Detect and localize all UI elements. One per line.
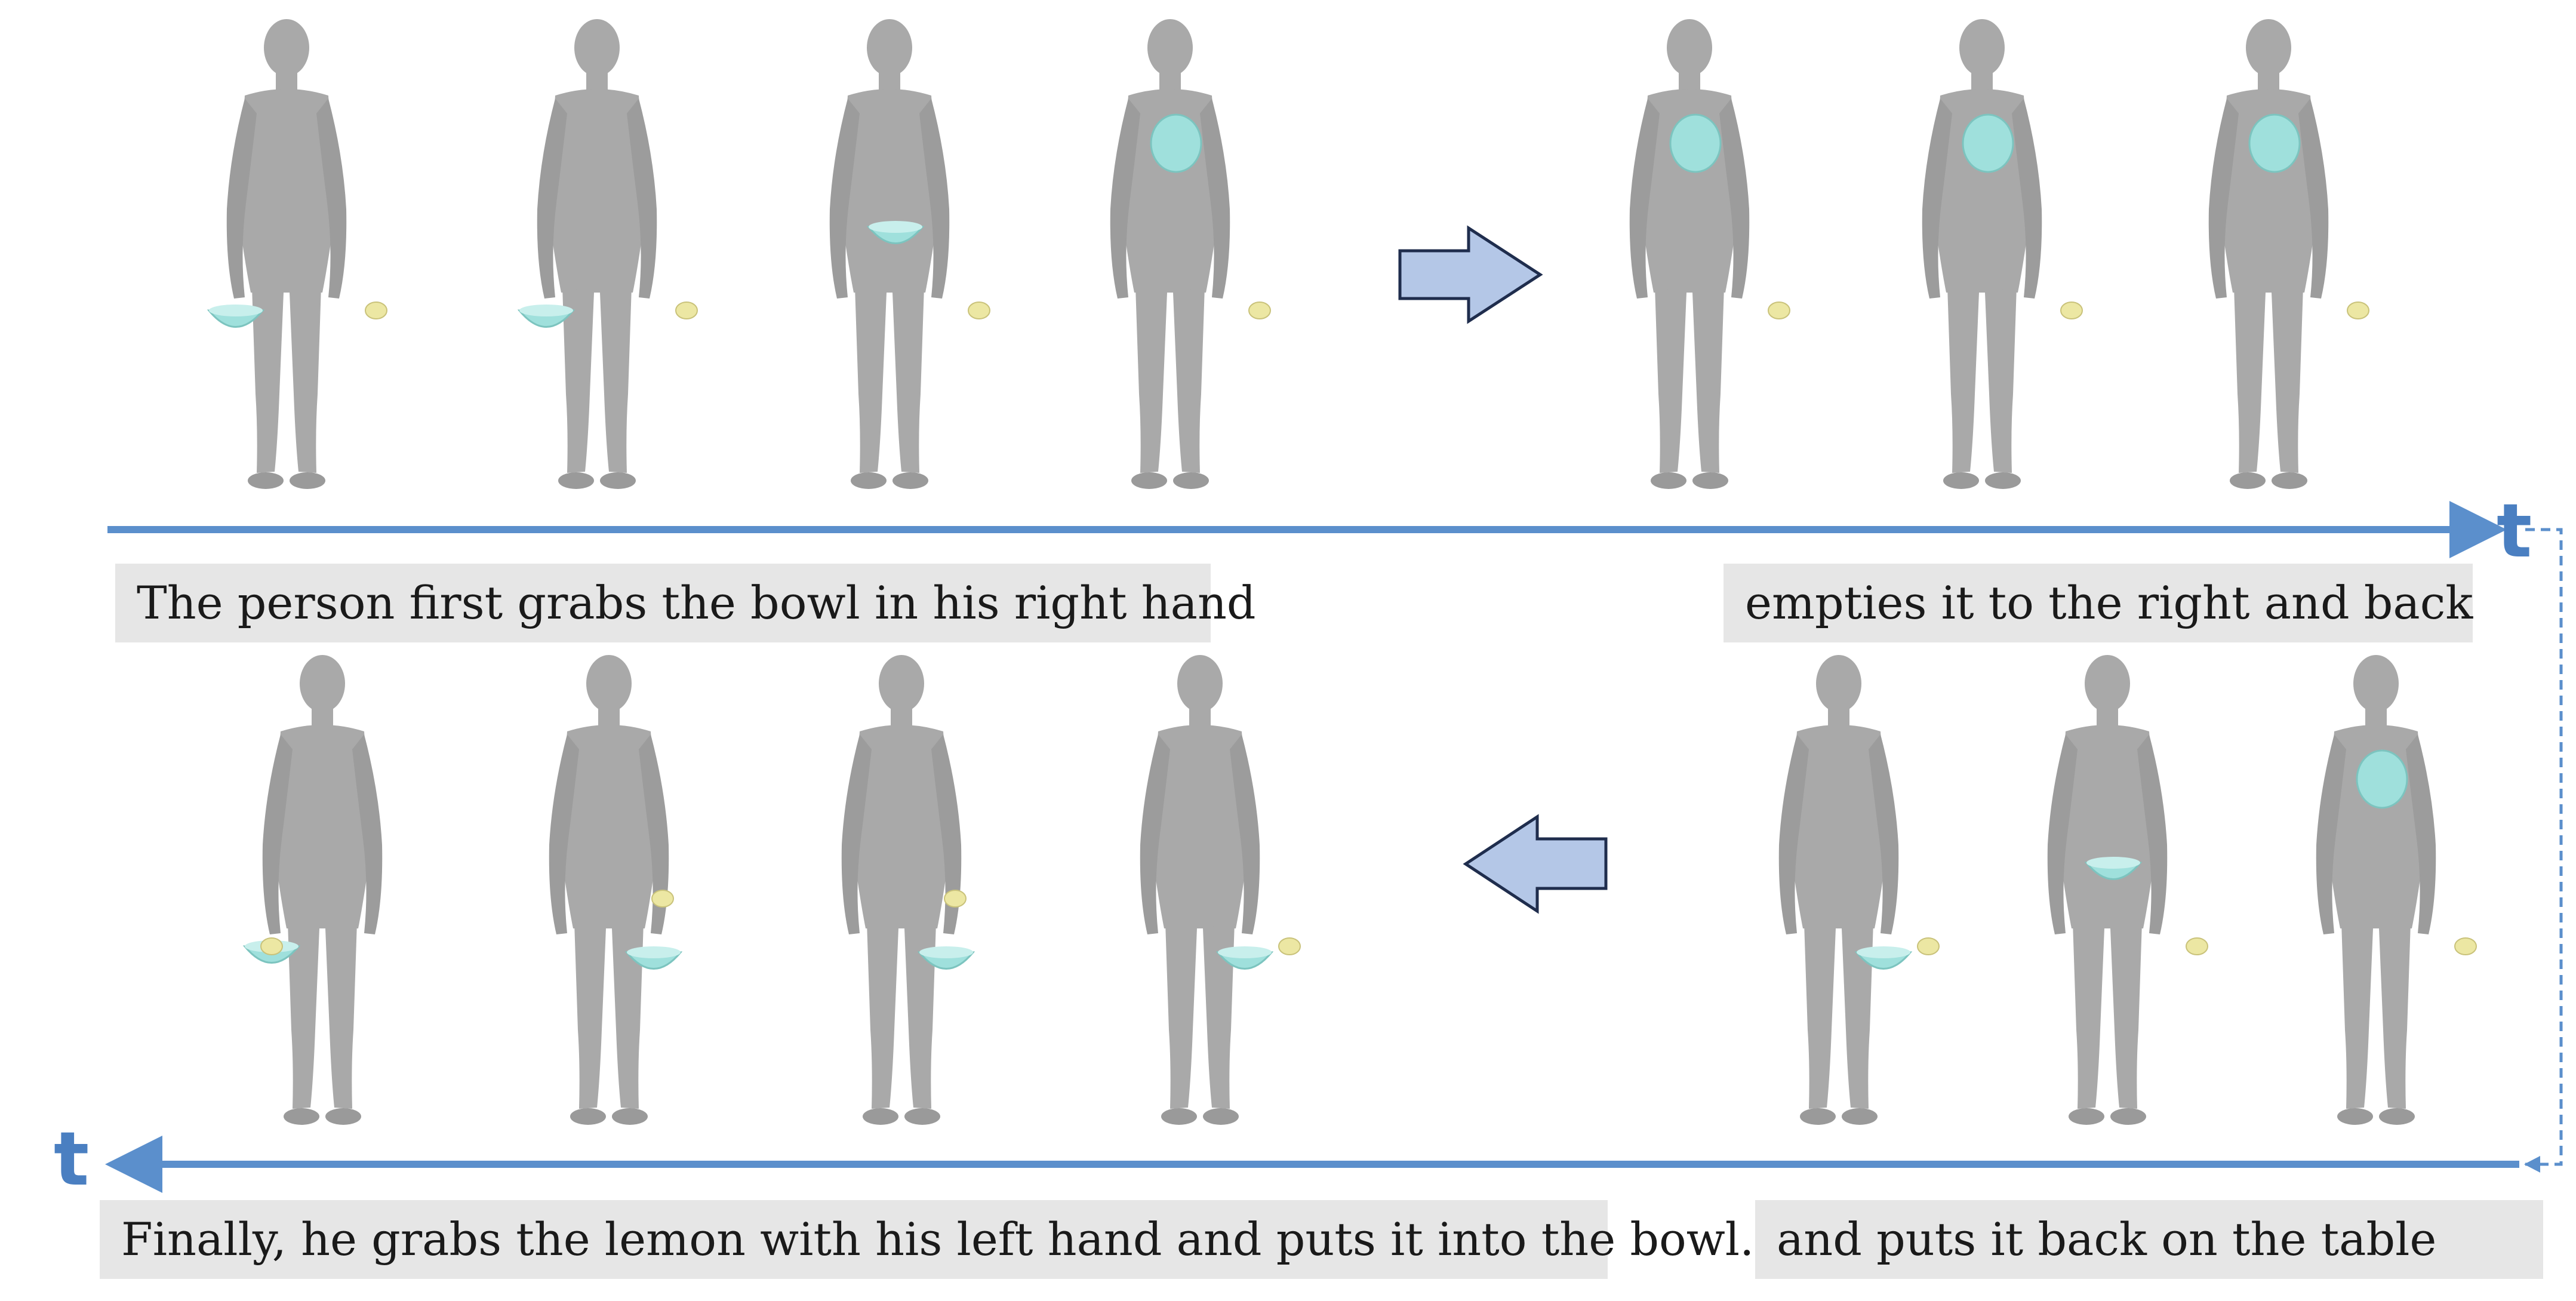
human-figure-top-3: [782, 12, 997, 502]
human-figure-bottom-6: [2000, 648, 2215, 1137]
human-figure-bottom-2: [501, 648, 716, 1137]
forward-arrow: [1398, 225, 1543, 324]
backward-arrow: [1463, 814, 1608, 914]
caption-bottom-right: and puts it back on the table: [1755, 1200, 2543, 1279]
human-figure-bottom-1: [215, 648, 430, 1137]
caption-top-right: empties it to the right and back: [1724, 564, 2473, 642]
human-figure-top-6: [1875, 12, 2089, 502]
human-figure-top-2: [490, 12, 704, 502]
human-figure-bottom-5: [1731, 648, 1946, 1137]
human-figure-bottom-3: [794, 648, 1009, 1137]
human-figure-bottom-4: [1092, 648, 1307, 1137]
connector-dashed: [2525, 528, 2563, 1166]
time-label-bottom: t: [54, 1117, 90, 1202]
time-label-top: t: [2497, 488, 2532, 574]
human-figure-top-4: [1063, 12, 1278, 502]
human-figure-top-1: [179, 12, 394, 502]
human-figure-bottom-7: [2269, 648, 2483, 1137]
caption-top-left: The person first grabs the bowl in his r…: [115, 564, 1256, 642]
human-figure-top-5: [1582, 12, 1797, 502]
connector-arrowhead: [2524, 1156, 2540, 1173]
caption-bottom-left: Finally, he grabs the lemon with his lef…: [100, 1200, 1754, 1279]
human-figure-top-7: [2161, 12, 2376, 502]
